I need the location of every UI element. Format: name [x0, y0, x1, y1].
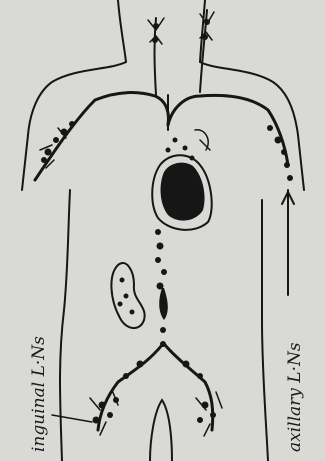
- axillary-label: axillary L·Ns: [285, 342, 305, 452]
- body-outline: [22, 0, 304, 461]
- right-axillary-nodes: [267, 125, 294, 295]
- heart: [152, 130, 211, 230]
- right-inguinal-nodes: [196, 392, 222, 436]
- thoracic-duct-nodes: [155, 229, 168, 347]
- subclavian-lymph-vessels: [35, 93, 288, 180]
- inguinal-label: inguinal L·Ns: [29, 336, 49, 452]
- spleen: [111, 263, 144, 328]
- inguinal-leader-line: [52, 415, 92, 422]
- left-inguinal-nodes: [90, 390, 119, 435]
- neck-lymph-vessels: [148, 10, 214, 95]
